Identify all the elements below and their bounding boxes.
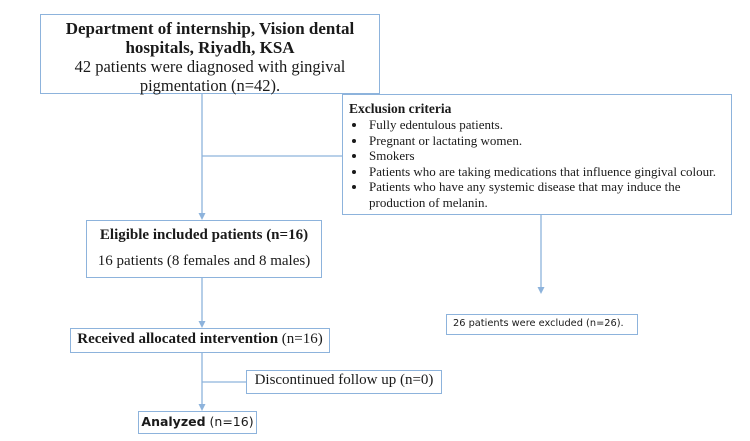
source-population-box: Department of internship, Vision dental … (40, 14, 380, 95)
exclusion-item: Patients who have any systemic disease t… (367, 179, 723, 210)
exclusion-item: Patients who are taking medications that… (367, 164, 723, 180)
exclusion-item: Fully edentulous patients. (367, 117, 723, 133)
allocated-count: (n=16) (281, 331, 323, 347)
allocated-intervention-box: Received allocated intervention (n=16) (70, 328, 330, 353)
exclusion-item: Smokers (367, 148, 723, 164)
excluded-patients-box: 26 patients were excluded (n=26). (446, 314, 638, 335)
discontinued-box: Discontinued follow up (n=0) (246, 370, 442, 394)
analyzed-label: Analyzed (141, 414, 206, 429)
excluded-text: 26 patients were excluded (n=26). (453, 318, 624, 329)
source-line-2: hospitals, Riyadh, KSA (125, 38, 295, 57)
allocated-label: Received allocated intervention (77, 331, 279, 347)
eligible-title: Eligible included patients (n=16) (99, 227, 309, 243)
discontinued-text: Discontinued follow up (n=0) (254, 372, 434, 388)
exclusion-criteria-box: Exclusion criteria Fully edentulous pati… (342, 94, 732, 215)
analyzed-box: Analyzed (n=16) (138, 411, 257, 434)
source-line-4: pigmentation (n=42). (139, 76, 281, 95)
eligible-detail: 16 patients (8 females and 8 males) (97, 253, 311, 269)
eligible-patients-box: Eligible included patients (n=16) 16 pat… (86, 220, 322, 278)
source-line-3: 42 patients were diagnosed with gingival (74, 57, 346, 76)
source-line-1: Department of internship, Vision dental (65, 19, 355, 38)
analyzed-count: (n=16) (209, 414, 254, 429)
exclusion-heading: Exclusion criteria (349, 101, 452, 116)
exclusion-list: Fully edentulous patients. Pregnant or l… (349, 117, 723, 211)
exclusion-item: Pregnant or lactating women. (367, 133, 723, 149)
